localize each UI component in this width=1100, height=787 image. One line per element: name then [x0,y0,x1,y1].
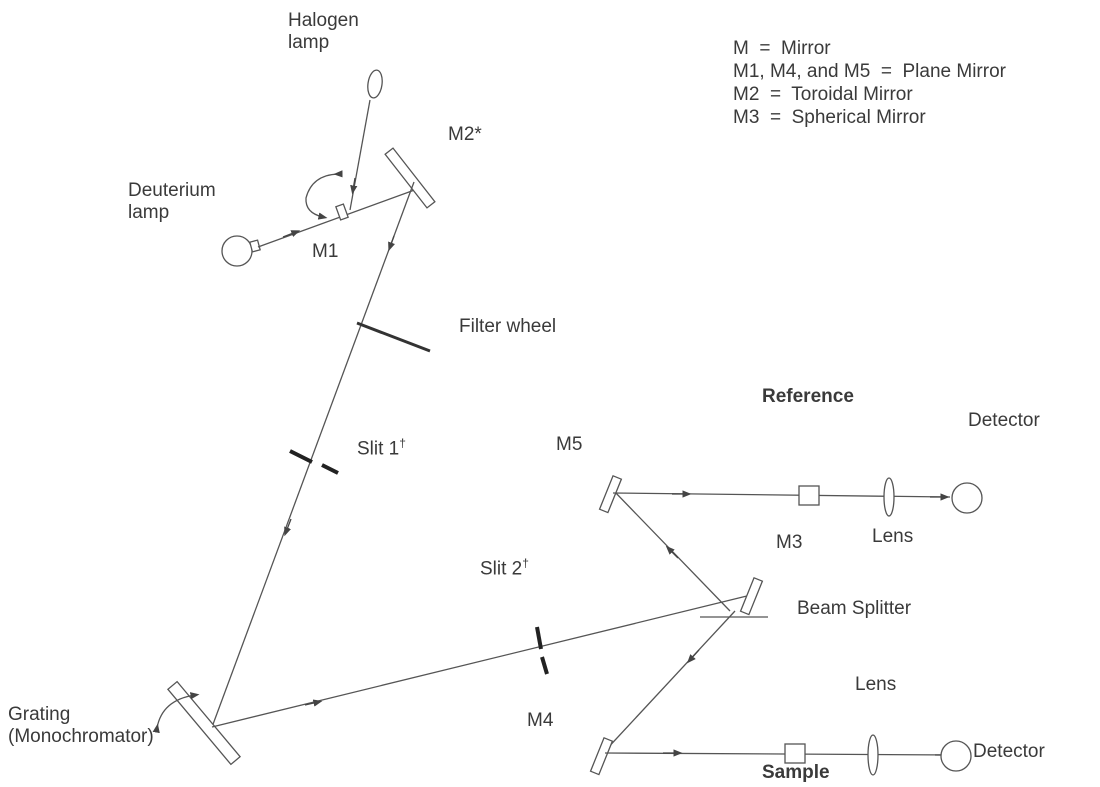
detector-top-label: Detector [968,410,1040,431]
sample-cell [784,743,806,764]
mirror-m2 [384,147,436,209]
legend-item: M = Mirror [733,38,831,59]
filter-wheel [356,321,431,353]
sample-beam [604,752,957,756]
beam-deuterium-to-m2 [257,187,421,248]
mirror-m5 [598,474,623,514]
beam-m2-to-grating [211,181,415,728]
slit-2 [535,626,543,650]
beam-splitter-shape [739,576,764,616]
beam-splitter-label: Beam Splitter [797,598,912,619]
beam-splitter-to-m4 [603,610,736,753]
detector-bottom-shape [940,740,972,772]
beam-grating-to-splitter [211,593,756,728]
lens-top-shape [883,477,895,517]
m3-label: M3 [776,532,803,553]
lens-top-label: Lens [872,526,914,547]
beam-halogen-to-m1 [349,99,371,211]
halogen-lamp-label: Halogen lamp [288,10,359,53]
reference-label: Reference [762,386,854,407]
beam-splitter-to-m5 [612,489,731,612]
m4-label: M4 [527,710,554,731]
filter-wheel-label: Filter wheel [459,316,557,337]
m5-label: M5 [556,434,583,455]
sample-label: Sample [762,762,830,783]
slit-1-label: Slit 1† [357,432,406,460]
reference-beam [612,492,951,498]
slit-1 [289,449,313,464]
slit-2-text: Slit 2 [480,558,523,580]
detector-top-shape [951,482,983,514]
mirror-m3 [798,485,820,506]
m2-label: M2* [448,124,482,145]
slit-1-dagger: † [399,436,406,450]
legend-item: M1, M4, and M5 = Plane Mirror [733,61,1006,82]
slit-2-dagger: † [522,556,529,570]
deuterium-lamp-shape [221,235,253,267]
detector-bottom-label: Detector [973,741,1045,762]
mirror-m4 [589,736,614,776]
slit-2-label: Slit 2† [480,552,529,580]
m1-label: M1 [312,241,339,262]
deuterium-lamp-label: Deuterium lamp [128,180,216,223]
legend-item: M2 = Toroidal Mirror [733,84,913,105]
grating-label: Grating (Monochromator) [8,704,154,747]
legend-item: M3 = Spherical Mirror [733,107,926,128]
halogen-lamp-shape [367,69,383,99]
lens-bottom-label: Lens [855,674,897,695]
legend: M = Mirror M1, M4, and M5 = Plane Mirror… [733,37,1006,129]
lens-bottom-shape [867,734,879,776]
slit-1-text: Slit 1 [357,438,400,460]
grating-rotation-arrow [152,692,200,734]
m1-rotation-arrow [305,170,343,220]
